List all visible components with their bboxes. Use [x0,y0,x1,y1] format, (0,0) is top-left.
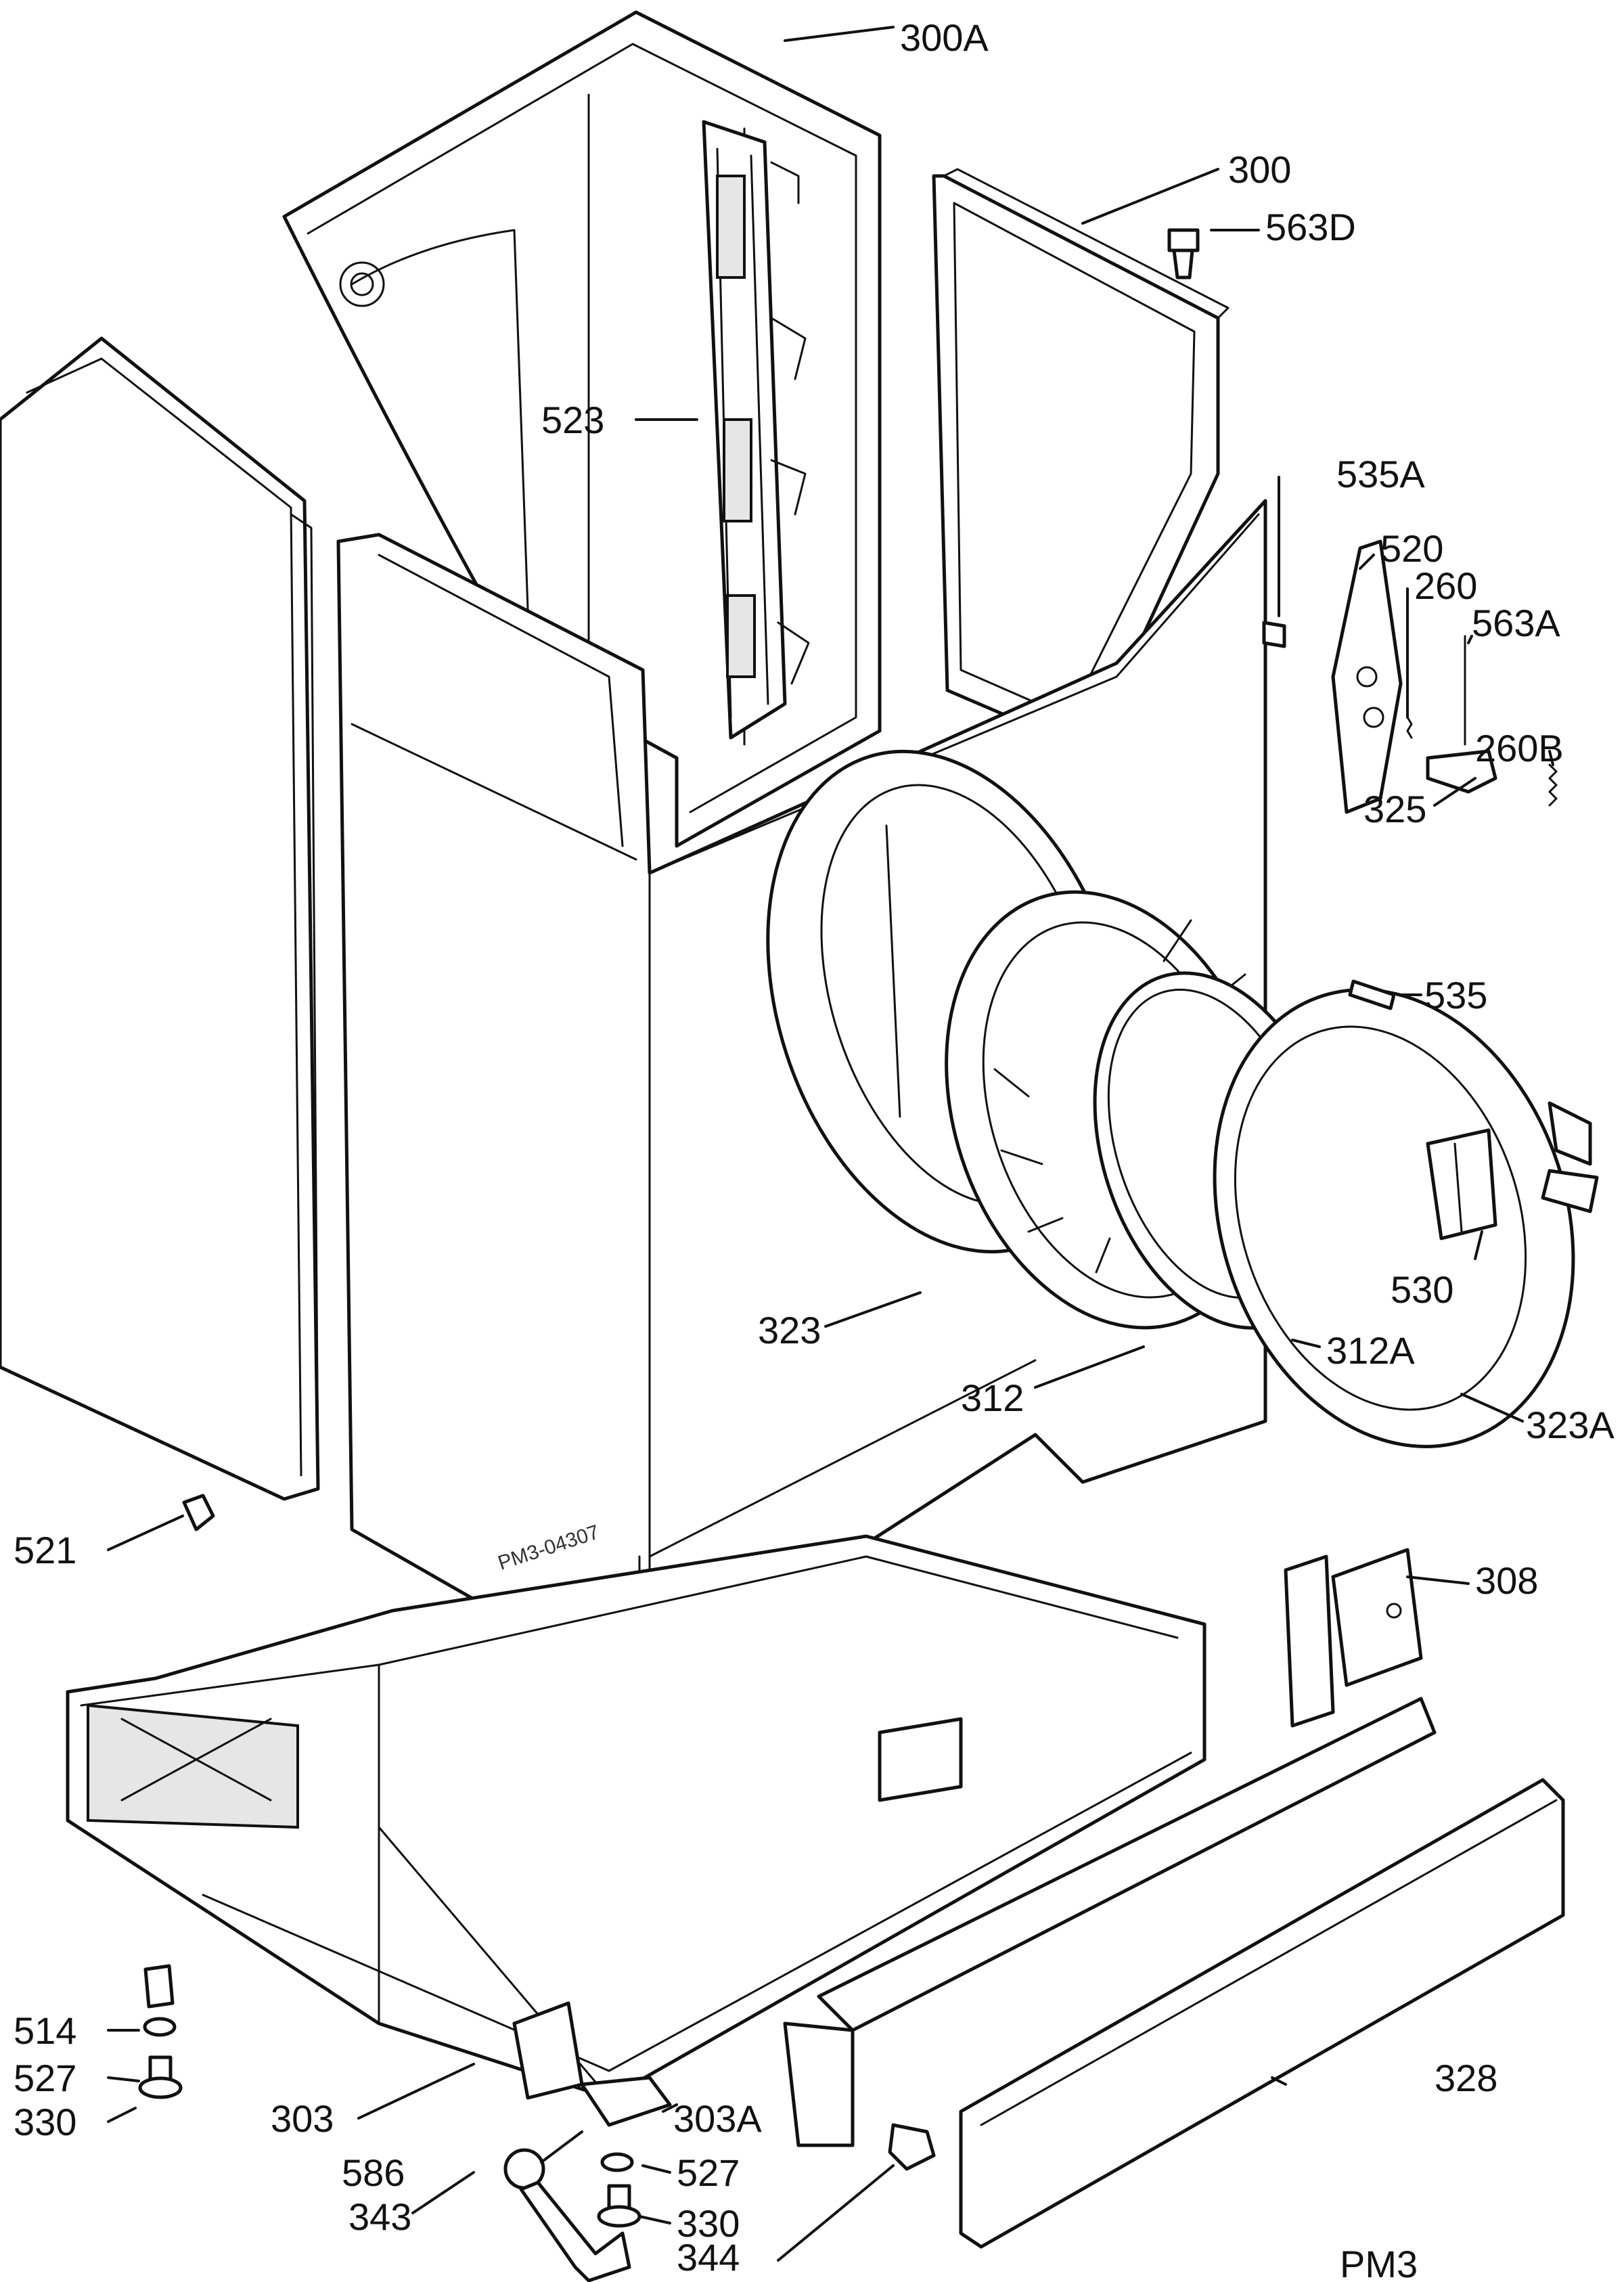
label-303A: 303A [673,2097,762,2140]
kick-rail [783,1697,1437,2147]
foot-assembly-center [597,2152,641,2228]
leader-lines [107,26,1554,2262]
label-260: 260 [1414,564,1477,607]
rear-bracket-part-523 [702,120,810,740]
label-527-center: 527 [677,2151,740,2194]
label-260B: 260B [1475,727,1564,769]
bolt-part-535A [1262,621,1286,648]
label-330-center: 330 [677,2202,740,2245]
door-lock-bracket-part-520 [1331,539,1403,814]
wrench-part-343 [503,2148,631,2282]
foot-part-563D [1167,228,1200,279]
label-520: 520 [1380,527,1443,570]
label-514: 514 [14,2009,76,2052]
hinge-pin-part-535 [1348,979,1396,1010]
hinge-part-308 [1284,1548,1423,1728]
left-side-panel [0,336,320,1501]
label-523: 523 [541,399,604,441]
label-325: 325 [1363,788,1426,830]
label-530: 530 [1391,1268,1453,1311]
spring-part-260B [1548,763,1558,807]
door-handle-part-530 [1426,1128,1497,1240]
label-330-left: 330 [14,2101,76,2143]
clip-part-344 [888,2123,936,2171]
screw-part-521 [182,1494,215,1531]
plinth-part-328 [959,1778,1565,2249]
label-303: 303 [271,2097,334,2140]
label-344: 344 [677,2236,740,2279]
label-563A: 563A [1472,602,1560,644]
label-308: 308 [1475,1559,1538,1602]
door-outer-ring-part-323A [1213,988,1599,1448]
spring-part-260 [1406,716,1413,739]
label-328: 328 [1435,2057,1497,2099]
lock-lever-part-325 [1426,749,1497,794]
label-521: 521 [14,1529,76,1571]
base-frame-part-303 [66,1534,1206,2100]
label-535A: 535A [1336,453,1425,495]
sheet-code: PM3 [1340,2243,1418,2282]
right-frame-part-300 [932,168,1230,753]
label-535: 535 [1424,974,1487,1016]
label-563D: 563D [1265,206,1356,248]
label-323A: 323A [1526,1404,1615,1446]
label-300: 300 [1228,148,1291,191]
label-312A: 312A [1326,1329,1415,1372]
part-labels: 300A 300 563D 523 535A 520 260 563A 260B… [14,16,1615,2282]
label-300A: 300A [900,16,989,59]
label-312: 312 [961,1377,1024,1419]
foot-bracket-part-586 [580,2076,672,2127]
foot-assembly-left [138,1964,183,2099]
label-527-left: 527 [14,2057,76,2099]
label-343: 343 [348,2195,411,2238]
label-323: 323 [758,1309,821,1351]
label-586: 586 [342,2151,405,2194]
